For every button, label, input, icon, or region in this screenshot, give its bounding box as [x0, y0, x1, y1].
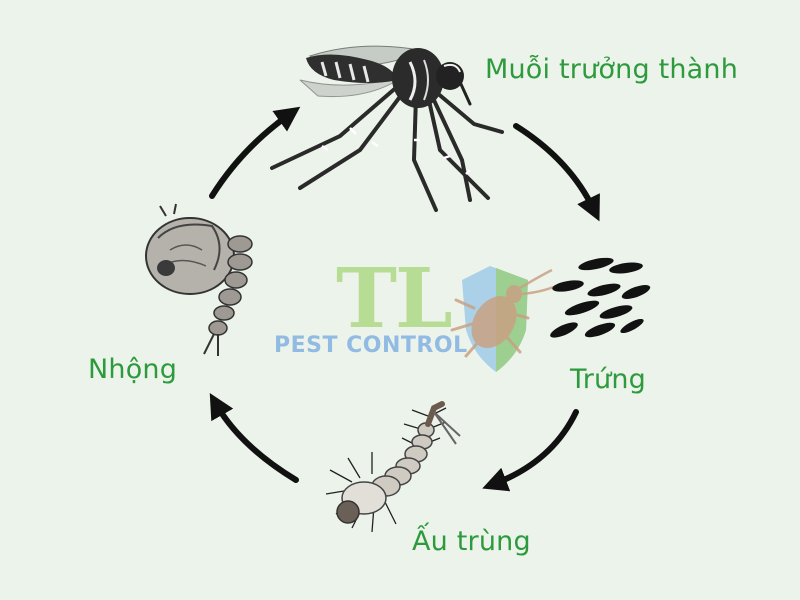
mosquito-pupa-icon — [145, 203, 253, 356]
arrow-larva-to-pupa — [209, 393, 299, 483]
mosquito-larva-icon — [325, 401, 461, 533]
watermark-logo-subtitle: PEST CONTROL — [274, 333, 468, 358]
stage-label-adult: Muỗi trưởng thành — [485, 54, 739, 85]
adult-mosquito-icon — [270, 45, 504, 212]
watermark-logo-letters: TL — [336, 251, 453, 347]
arrow-adult-to-egg — [513, 123, 600, 222]
arrow-pupa-to-adult — [209, 106, 301, 199]
stage-label-larva: Ấu trùng — [412, 526, 531, 557]
stage-label-pupa: Nhộng — [88, 354, 178, 385]
stage-label-egg: Trứng — [570, 364, 646, 395]
arrow-egg-to-larva — [482, 409, 579, 492]
watermark-bug-icon — [450, 268, 557, 358]
mosquito-eggs-icon — [550, 257, 651, 338]
